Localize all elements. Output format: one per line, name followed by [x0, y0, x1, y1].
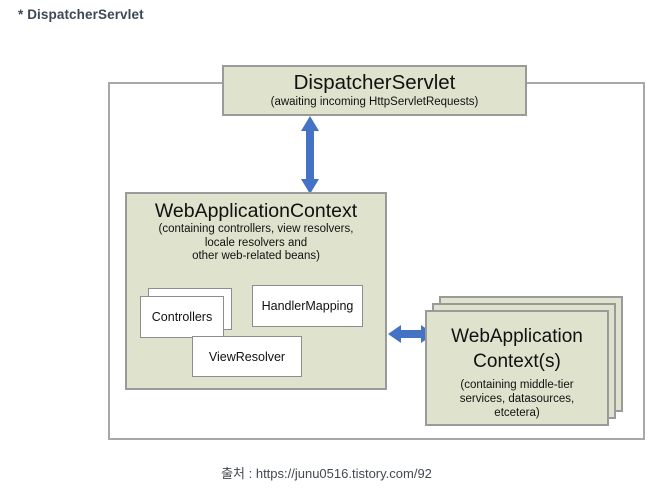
web-application-context-title: WebApplicationContext [154, 200, 358, 222]
root-contexts-subtitle-line-1: (containing middle-tier [460, 379, 574, 391]
web-application-context-subtitle-line-3: other web-related beans) [192, 250, 320, 262]
connector-dispatcher-to-webappcontext-icon [295, 116, 325, 194]
web-application-context-subtitle-line-2: locale resolvers and [204, 236, 308, 249]
page-title: * DispatcherServlet [18, 7, 144, 22]
root-contexts-title-line-1: WebApplication [451, 326, 583, 347]
node-root-web-application-contexts: WebApplication Context(s) (containing mi… [425, 296, 623, 426]
web-application-context-subtitle-line-1: (containing controllers, view resolvers, [158, 223, 354, 235]
root-contexts-subtitle-line-3: etcetera) [494, 407, 540, 419]
node-handler-mapping: HandlerMapping [252, 285, 363, 327]
node-controllers: Controllers [140, 288, 232, 338]
controllers-stack-front-layer: Controllers [140, 296, 224, 338]
view-resolver-label: ViewResolver [208, 349, 286, 364]
handler-mapping-label: HandlerMapping [261, 299, 354, 313]
connector-webappcontext-to-rootcontexts-icon [388, 320, 434, 348]
source-credit: 출처 : https://junu0516.tistory.com/92 [221, 466, 432, 481]
root-contexts-stack-layer-1: WebApplication Context(s) (containing mi… [425, 310, 609, 426]
controllers-label: Controllers [151, 310, 213, 324]
root-contexts-title-line-2: Context(s) [473, 351, 561, 372]
node-view-resolver: ViewResolver [192, 336, 302, 377]
dispatcher-servlet-title: DispatcherServlet [293, 71, 456, 94]
node-dispatcher-servlet: DispatcherServlet (awaiting incoming Htt… [222, 65, 527, 116]
root-contexts-subtitle-line-2: services, datasources, [459, 393, 575, 405]
dispatcher-servlet-subtitle: (awaiting incoming HttpServletRequests) [270, 96, 479, 108]
